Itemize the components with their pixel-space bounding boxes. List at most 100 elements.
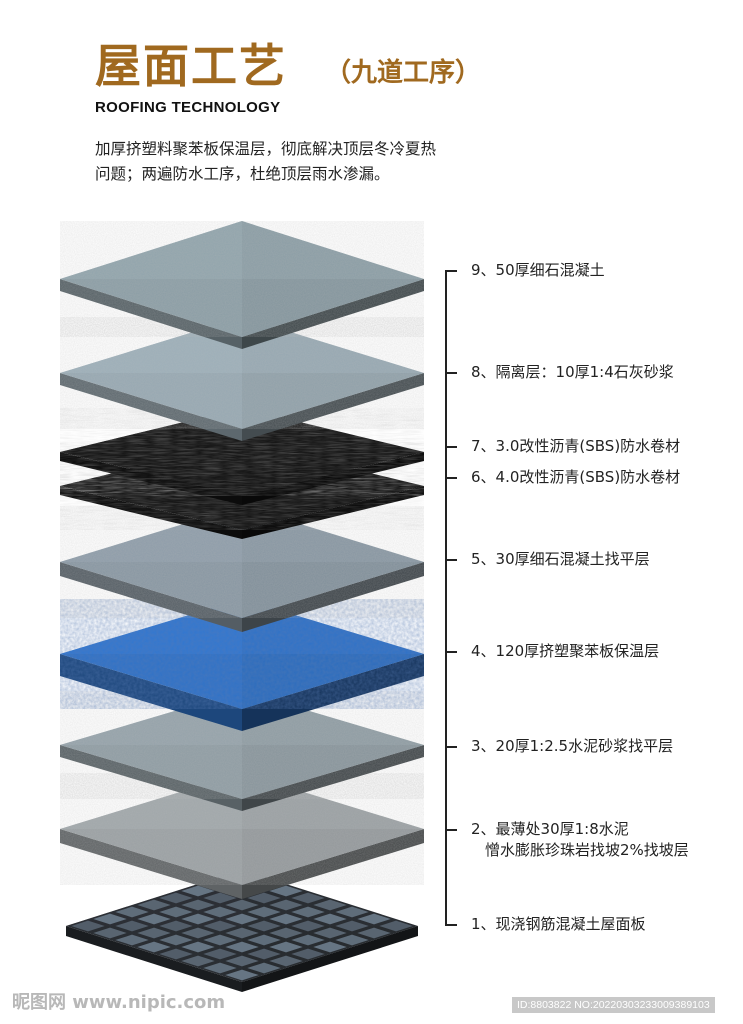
bracket-vertical-line <box>445 270 447 924</box>
bracket-tick <box>445 829 457 831</box>
bracket-tick <box>445 559 457 561</box>
layer-6-left-side <box>60 486 242 539</box>
slab-tile <box>115 906 149 918</box>
slab-tile <box>335 906 369 918</box>
bracket-tick <box>445 270 457 272</box>
layer-8-label: 8、隔离层：10厚1:4石灰砂浆 <box>471 362 674 383</box>
intro-line-2: 问题；两遍防水工序，杜绝顶层雨水渗漏。 <box>95 165 390 183</box>
bracket-tick <box>445 477 457 479</box>
slab-tile <box>93 913 127 925</box>
layer-label-text: 3、20厚1:2.5水泥砂浆找平层 <box>471 737 674 755</box>
slab-tile <box>181 913 215 925</box>
layer-5-right-side <box>242 562 424 632</box>
watermark-logo: 昵图网 www.nipic.com <box>12 992 226 1013</box>
slab-tile <box>115 920 149 932</box>
slab-tile <box>335 934 369 946</box>
layer-2-texture <box>60 773 424 885</box>
slab-tile <box>291 948 325 960</box>
layer-8-right-side <box>242 373 424 441</box>
slab-tile <box>225 927 259 939</box>
slab-tile <box>181 885 215 897</box>
slab-tile <box>379 920 413 932</box>
layer-label-text: 4、120厚挤塑聚苯板保温层 <box>471 642 660 660</box>
layer-1-label: 1、现浇钢筋混凝土屋面板 <box>471 914 646 935</box>
layer-4-label: 4、120厚挤塑聚苯板保温层 <box>471 641 659 662</box>
bracket-tick <box>445 651 457 653</box>
slab-tile <box>93 927 127 939</box>
layer-2-right-side <box>242 829 424 899</box>
layer-7-label: 7、3.0改性沥青(SBS)防水卷材 <box>471 436 680 457</box>
slab-tile <box>181 899 215 911</box>
slab-tile <box>159 920 193 932</box>
image-id-stamp: ID:8803822 NO:20220303233009389103 <box>512 997 715 1013</box>
layer-3-texture <box>60 691 424 799</box>
slab-tile <box>181 941 215 953</box>
slab-tile <box>247 962 281 974</box>
slab-tile <box>247 920 281 932</box>
slab-tile <box>313 941 347 953</box>
layer-7-left-side <box>60 452 242 505</box>
layer-1-top-shade-b <box>242 926 418 982</box>
layer-7-right-side <box>242 452 424 505</box>
slab-tile <box>247 948 281 960</box>
slab-tile <box>159 934 193 946</box>
layer-1-left-side <box>66 926 242 992</box>
layer-label-text: 6、4.0改性沥青(SBS)防水卷材 <box>471 468 681 486</box>
page-subtitle: （九道工序） <box>325 58 482 88</box>
layer-label-text: 2、最薄处30厚1:8水泥 <box>471 820 629 838</box>
slab-tile <box>291 892 325 904</box>
slab-tile <box>225 969 259 981</box>
slab-tile <box>269 885 303 897</box>
slab-tile <box>247 906 281 918</box>
slab-tile <box>225 941 259 953</box>
layer-label-text: 9、50厚细石混凝土 <box>471 261 605 279</box>
layer-3-right-side <box>242 745 424 811</box>
layer-6-right-side <box>242 486 424 539</box>
layer-4-left-side <box>60 654 242 731</box>
slab-tile <box>269 941 303 953</box>
layer-2-left-side <box>60 829 242 899</box>
slab-tile <box>203 892 237 904</box>
bracket-tick <box>445 372 457 374</box>
layer-8-left-side <box>60 373 242 441</box>
slab-tile <box>225 913 259 925</box>
layer-label-text: 8、隔离层：10厚1:4石灰砂浆 <box>471 363 674 381</box>
slab-tile <box>269 955 303 967</box>
slab-tile <box>225 955 259 967</box>
layer-8-texture <box>60 317 424 429</box>
slab-tile <box>357 927 391 939</box>
layer-5-left-side <box>60 562 242 632</box>
layer-label-text-line2: 憎水膨胀珍珠岩找坡2%找坡层 <box>485 841 689 859</box>
layer-3-left-side <box>60 745 242 811</box>
layer-9-left-side <box>60 279 242 349</box>
slab-tile <box>335 920 369 932</box>
slab-tile <box>137 927 171 939</box>
slab-tile <box>225 899 259 911</box>
layer-9-right-side <box>242 279 424 349</box>
slab-tile <box>137 899 171 911</box>
slab-tile <box>247 892 281 904</box>
layer-5-texture <box>60 506 424 618</box>
english-title: ROOFING TECHNOLOGY <box>95 99 281 116</box>
layer-2-label: 2、最薄处30厚1:8水泥憎水膨胀珍珠岩找坡2%找坡层 <box>471 819 689 861</box>
layer-9-label: 9、50厚细石混凝土 <box>471 260 605 281</box>
slab-tile <box>291 934 325 946</box>
layer-label-text: 1、现浇钢筋混凝土屋面板 <box>471 915 646 933</box>
layer-4-texture <box>60 599 424 709</box>
slab-tile <box>203 948 237 960</box>
layer-1-right-side <box>242 926 418 992</box>
slab-tile <box>71 920 105 932</box>
page-title: 屋面工艺 <box>95 39 287 93</box>
slab-tile <box>115 934 149 946</box>
intro-text: 加厚挤塑料聚苯板保温层，彻底解决顶层冬冷夏热 问题；两遍防水工序，杜绝顶层雨水渗… <box>95 137 565 187</box>
slab-tile <box>137 913 171 925</box>
slab-tile <box>291 906 325 918</box>
slab-tile <box>203 962 237 974</box>
bracket-tick <box>445 924 457 926</box>
layer-6-label: 6、4.0改性沥青(SBS)防水卷材 <box>471 467 680 488</box>
slab-tile <box>203 934 237 946</box>
slab-tile <box>159 892 193 904</box>
layer-3-label: 3、20厚1:2.5水泥砂浆找平层 <box>471 736 673 757</box>
layer-4-right-side <box>242 654 424 731</box>
